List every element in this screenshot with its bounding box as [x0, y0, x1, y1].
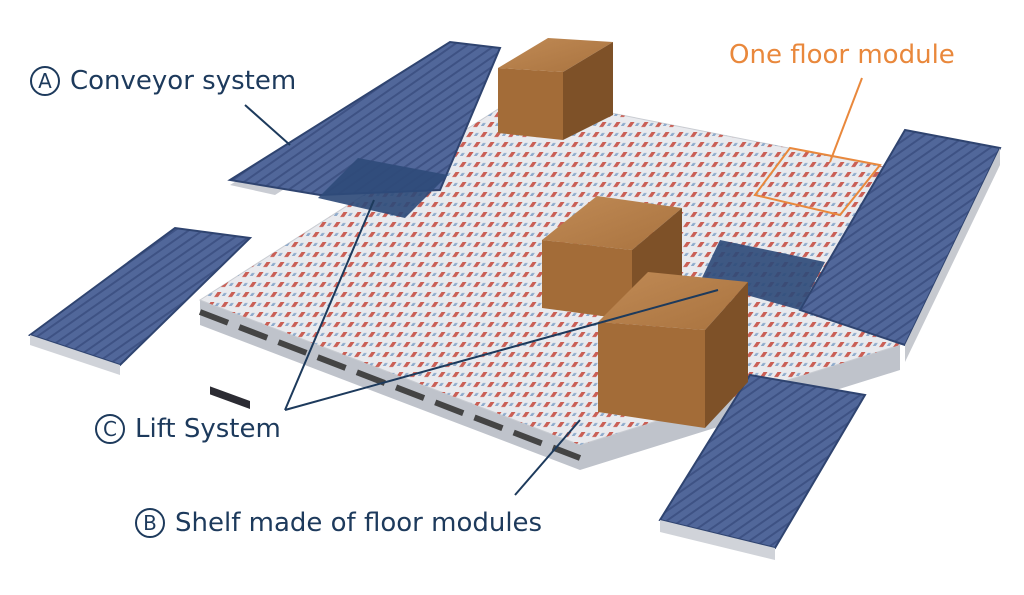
box-front: [598, 272, 748, 428]
lift-leader-1: [284, 199, 375, 411]
lift-callout: C Lift System: [95, 414, 281, 444]
shelf-leader: [514, 419, 581, 496]
shelf-slots: [210, 386, 250, 409]
floor-module-outline: [753, 146, 882, 217]
lift-leader-2: [284, 289, 719, 411]
lift-label: Lift System: [135, 414, 281, 444]
floor-module-label: One floor module: [729, 40, 955, 70]
badge-b: B: [135, 508, 165, 538]
conveyor-callout: A Conveyor system: [30, 66, 296, 96]
conveyor-right-top: [798, 128, 1002, 362]
conveyor-top-left: [227, 40, 502, 197]
conveyor-label: Conveyor system: [70, 66, 297, 96]
conveyor-leader: [244, 104, 291, 146]
lift-module-left: [318, 158, 448, 218]
lift-module-right: [700, 240, 825, 310]
badge-a: A: [30, 66, 60, 96]
box-top: [498, 38, 613, 140]
shelf-label: Shelf made of floor modules: [175, 508, 543, 538]
floor-module-leader: [829, 77, 863, 163]
conveyor-right-bottom: [658, 373, 867, 560]
badge-c: C: [95, 414, 125, 444]
conveyor-left: [27, 226, 253, 375]
shelf-callout: B Shelf made of floor modules: [135, 508, 542, 538]
callout-leaders: [244, 104, 719, 496]
